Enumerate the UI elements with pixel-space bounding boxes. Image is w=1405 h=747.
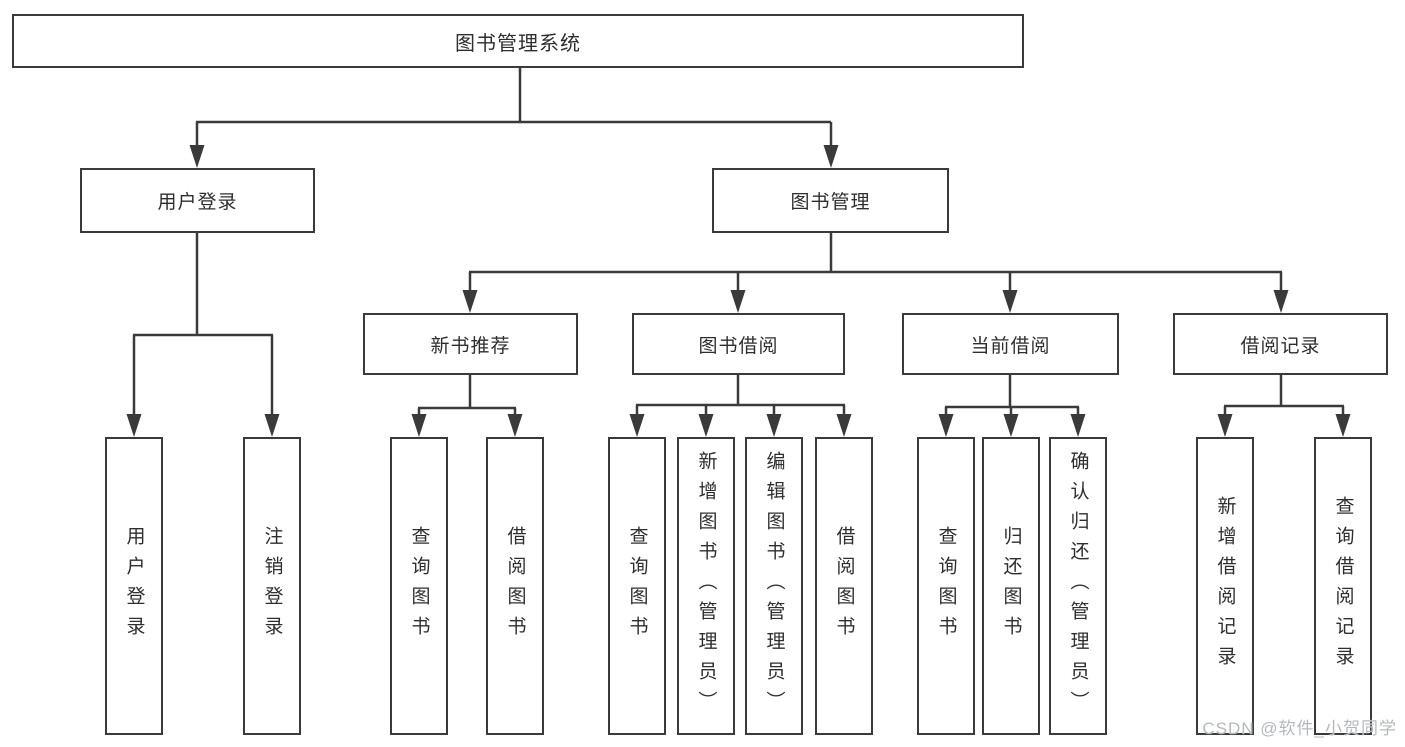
node-system-root-label: 图书管理系统 — [455, 32, 581, 55]
node-book-borrow: 图书借阅 — [632, 313, 845, 375]
node-leaf-add-borrow-record: 新增借阅记录 — [1196, 437, 1254, 735]
node-leaf-query-borrow-record-label: 查询借阅记录 — [1332, 496, 1354, 676]
node-new-book-recommend-label: 新书推荐 — [430, 335, 511, 357]
node-leaf-user-login-label: 用户登录 — [123, 526, 145, 646]
node-system-root: 图书管理系统 — [12, 14, 1024, 68]
node-leaf-user-login: 用户登录 — [105, 437, 163, 735]
node-leaf-query-book-3: 查询图书 — [917, 437, 975, 735]
node-leaf-add-book-admin: 新增图书（管理员） — [677, 437, 735, 735]
node-leaf-return-book-label: 归还图书 — [1000, 526, 1022, 646]
node-leaf-borrow-book-1: 借阅图书 — [486, 437, 544, 735]
node-new-book-recommend: 新书推荐 — [363, 313, 578, 375]
node-leaf-query-book-2: 查询图书 — [608, 437, 666, 735]
node-leaf-logout-label: 注销登录 — [261, 526, 283, 646]
node-leaf-borrow-book-2-label: 借阅图书 — [833, 526, 855, 646]
node-book-mgmt: 图书管理 — [712, 168, 949, 233]
node-leaf-query-book-3-label: 查询图书 — [935, 526, 957, 646]
node-leaf-add-borrow-record-label: 新增借阅记录 — [1214, 496, 1236, 676]
node-leaf-add-book-admin-label: 新增图书（管理员） — [695, 451, 717, 721]
node-leaf-return-book: 归还图书 — [982, 437, 1040, 735]
node-borrow-records: 借阅记录 — [1173, 313, 1388, 375]
node-leaf-borrow-book-2: 借阅图书 — [815, 437, 873, 735]
node-leaf-query-book-1-label: 查询图书 — [408, 526, 430, 646]
node-book-borrow-label: 图书借阅 — [698, 335, 779, 357]
node-leaf-borrow-book-1-label: 借阅图书 — [504, 526, 526, 646]
node-leaf-query-book-2-label: 查询图书 — [626, 526, 648, 646]
node-current-borrow: 当前借阅 — [902, 313, 1119, 375]
node-current-borrow-label: 当前借阅 — [970, 335, 1051, 357]
watermark: CSDN @软件_小贺同学 — [1202, 719, 1397, 738]
node-leaf-edit-book-admin: 编辑图书（管理员） — [745, 437, 803, 735]
node-leaf-confirm-return-admin: 确认归还（管理员） — [1049, 437, 1107, 735]
node-leaf-query-borrow-record: 查询借阅记录 — [1314, 437, 1372, 735]
node-leaf-edit-book-admin-label: 编辑图书（管理员） — [763, 451, 785, 721]
node-user-login: 用户登录 — [80, 168, 315, 233]
node-leaf-confirm-return-admin-label: 确认归还（管理员） — [1067, 451, 1089, 721]
node-leaf-query-book-1: 查询图书 — [390, 437, 448, 735]
node-leaf-logout: 注销登录 — [243, 437, 301, 735]
node-book-mgmt-label: 图书管理 — [790, 192, 871, 213]
node-user-login-label: 用户登录 — [157, 192, 238, 213]
node-borrow-records-label: 借阅记录 — [1240, 335, 1321, 357]
